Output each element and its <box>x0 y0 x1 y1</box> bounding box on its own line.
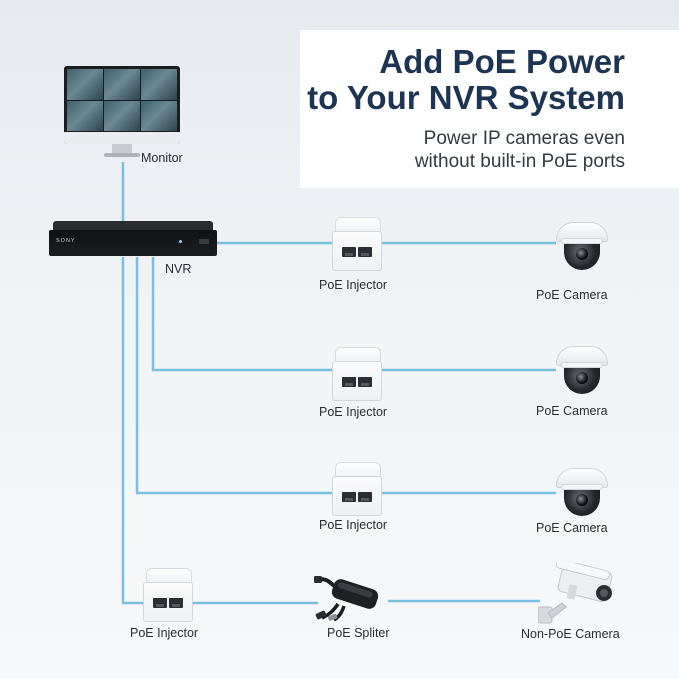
camera-2-label: PoE Camera <box>536 404 608 418</box>
poe-injector-icon <box>332 347 382 401</box>
nvr-icon: SONY <box>49 221 217 257</box>
nvr-port-icon <box>199 239 209 244</box>
nvr-led-icon <box>179 240 182 243</box>
poe-splitter-icon <box>314 570 388 622</box>
camera-1-label: PoE Camera <box>536 288 608 302</box>
wire-nvr-injector-2 <box>151 257 332 372</box>
header-panel <box>300 30 679 188</box>
poe-injector-icon <box>332 462 382 516</box>
injector-2-label: PoE Injector <box>319 405 388 419</box>
page-title: Add PoE Power to Your NVR System <box>307 43 625 116</box>
injector-3-label: PoE Injector <box>319 518 388 532</box>
page-subtitle: Power IP cameras even without built-in P… <box>414 128 625 172</box>
nvr-brand-logo: SONY <box>56 238 76 244</box>
splitter-label: PoE Spliter <box>327 626 390 640</box>
dome-camera-icon <box>556 222 608 276</box>
camera-4-label: Non-PoE Camera <box>521 627 620 641</box>
wire-nvr-injector-3 <box>135 257 332 495</box>
dome-camera-icon <box>556 468 608 522</box>
nvr-label: NVR <box>165 262 192 276</box>
camera-3-label: PoE Camera <box>536 521 608 535</box>
injector-4-label: PoE Injector <box>130 626 199 640</box>
monitor-label: Monitor <box>141 151 183 165</box>
wire-nvr-injector-4 <box>121 257 143 605</box>
poe-injector-icon <box>143 568 193 622</box>
bullet-camera-icon <box>537 558 616 625</box>
injector-1-label: PoE Injector <box>319 278 388 292</box>
monitor-icon <box>64 66 180 162</box>
poe-injector-icon <box>332 217 382 271</box>
dome-camera-icon <box>556 346 608 400</box>
